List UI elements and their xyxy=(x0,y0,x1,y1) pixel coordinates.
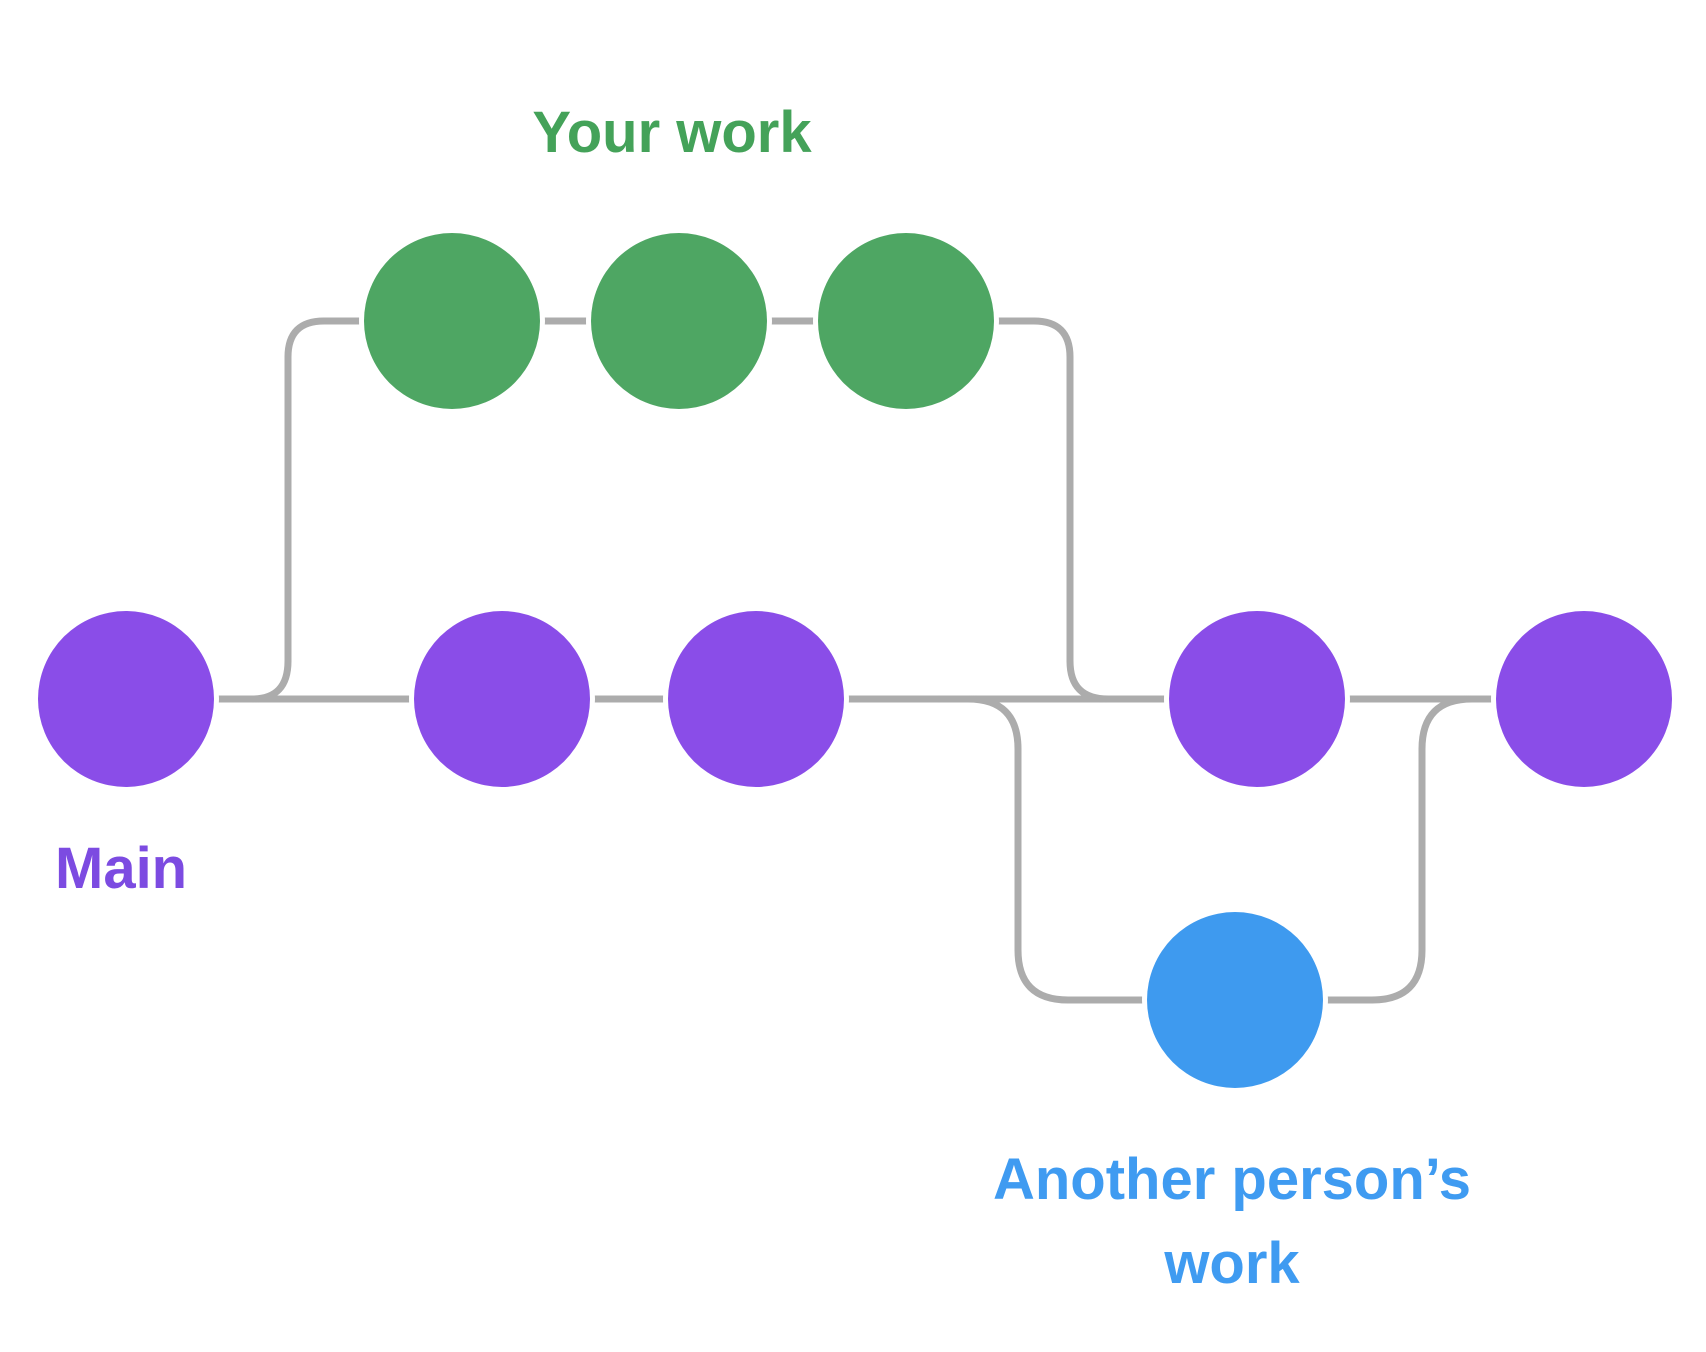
another-person-label-line1: Another person’s xyxy=(993,1147,1471,1212)
main-label: Main xyxy=(55,836,187,901)
commit-node-your-work-2 xyxy=(818,233,994,409)
commit-node-your-work-1 xyxy=(591,233,767,409)
another-person-label-line2: work xyxy=(1163,1231,1300,1296)
branch-labels: Your work Main Another person’s work xyxy=(55,100,1471,1296)
commit-node-main-4 xyxy=(1496,611,1672,787)
commit-node-main-1 xyxy=(414,611,590,787)
commit-nodes xyxy=(33,228,1677,1093)
commit-node-another-person-0 xyxy=(1147,912,1323,1088)
connectors xyxy=(122,317,1588,1004)
commit-node-main-2 xyxy=(668,611,844,787)
commit-node-your-work-0 xyxy=(364,233,540,409)
your-work-label: Your work xyxy=(532,100,812,165)
commit-node-main-0 xyxy=(38,611,214,787)
commit-node-main-3 xyxy=(1169,611,1345,787)
